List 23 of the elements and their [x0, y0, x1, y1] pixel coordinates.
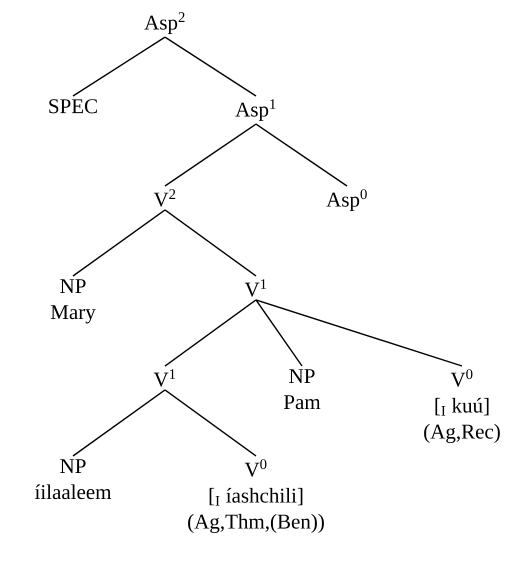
tree-label: Asp$^{0}$ — [326, 189, 367, 211]
tree-label: V$^{2}$ — [154, 189, 176, 207]
branch-line — [255, 300, 303, 366]
branch-line — [256, 299, 462, 367]
branch-line — [72, 389, 166, 457]
tree-label: NP Pam — [284, 369, 320, 410]
tree-label: Asp$^{2}$ — [144, 12, 185, 34]
tree-label: V$^{0}$ [$_{I}$ kuú] (Ag,Rec) — [424, 369, 500, 444]
tree-label: V$^{1}$ — [154, 369, 176, 387]
branch-line — [164, 124, 256, 187]
branch-line — [164, 389, 256, 457]
tree-label: V$^{0}$ [$_{I}$ íashchili] (Ag,Thm,(Ben)) — [188, 459, 324, 534]
branch-line — [256, 124, 348, 187]
branch-line — [72, 209, 166, 277]
tree-label: NP Mary — [50, 279, 96, 324]
branch-line — [72, 36, 166, 97]
branch-line — [164, 209, 256, 277]
tree-label: Asp$^{1}$ — [235, 99, 276, 121]
branch-line — [164, 36, 256, 97]
tree-label: V$^{1}$ — [244, 279, 266, 297]
tree-label: SPEC — [49, 99, 97, 114]
tree-label: NP íilaaleem — [34, 459, 112, 500]
branch-line — [164, 299, 256, 367]
